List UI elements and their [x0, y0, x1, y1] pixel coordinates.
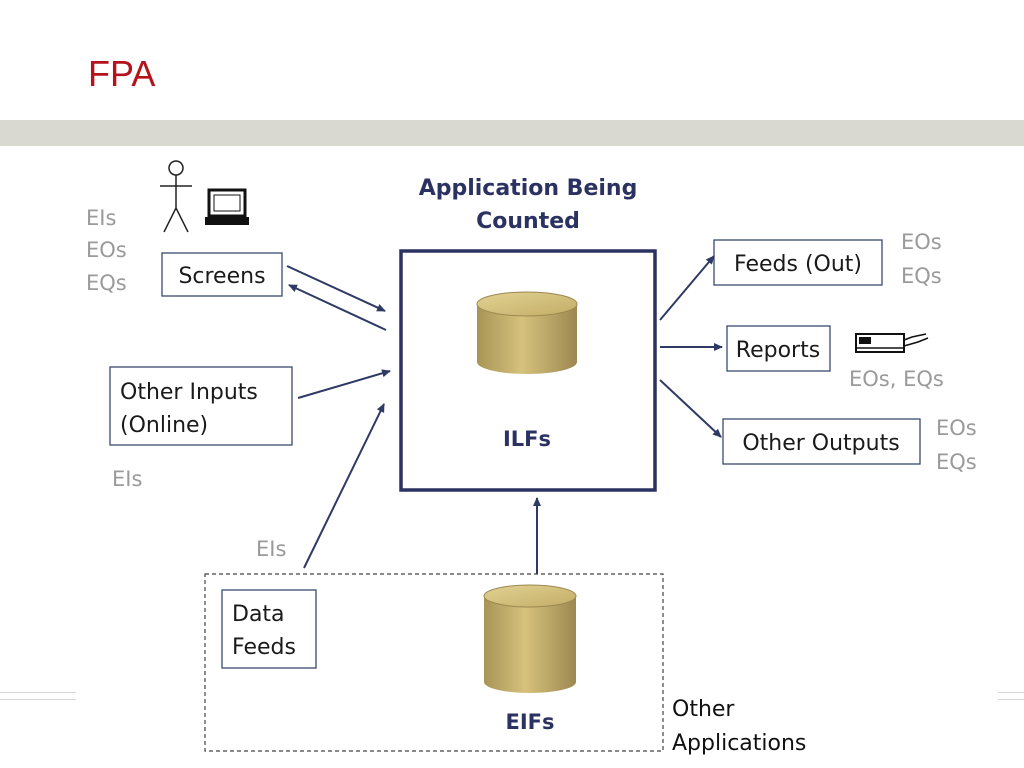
feeds-out-box — [713, 239, 883, 286]
data-feeds-line-1: Data — [232, 602, 285, 627]
slide-title: FPA — [88, 53, 156, 94]
heading-line-1: Application Being — [419, 176, 638, 201]
feeds-out-type-eo: EOs — [901, 230, 942, 254]
footer-rule-right — [998, 692, 1024, 700]
other-inputs-line-1: Other Inputs — [120, 380, 258, 405]
reports-types: EOs, EQs — [849, 367, 944, 391]
reports-box — [726, 325, 831, 372]
eifs-label: EIFs — [505, 710, 554, 734]
screens-type-eq: EQs — [86, 271, 127, 295]
ilfs-database-icon — [476, 291, 578, 374]
data-feeds-type: EIs — [256, 537, 286, 561]
feeds-out-type-eq: EQs — [901, 264, 942, 288]
reports-label: Reports — [736, 338, 820, 363]
printer-icon — [855, 333, 929, 353]
screens-box — [161, 252, 283, 297]
ilfs-label: ILFs — [503, 427, 551, 451]
eifs-database-icon — [483, 584, 577, 693]
screens-type-ei: EIs — [86, 206, 116, 230]
data-feeds-box — [221, 589, 317, 669]
other-inputs-type: EIs — [112, 467, 142, 491]
other-inputs-line-2: (Online) — [120, 413, 208, 438]
other-outputs-type-eq: EQs — [936, 450, 977, 474]
stick-figure-icon — [160, 160, 192, 233]
data-feeds-line-2: Feeds — [232, 635, 296, 660]
other-applications-boundary — [204, 573, 664, 752]
screens-type-eo: EOs — [86, 238, 127, 262]
feeds-out-label: Feeds (Out) — [734, 252, 862, 277]
other-inputs-box — [109, 366, 293, 446]
computer-icon — [205, 188, 249, 225]
other-applications-line-2: Applications — [672, 731, 806, 756]
other-outputs-label: Other Outputs — [742, 431, 899, 456]
other-outputs-box — [722, 418, 921, 465]
title-band — [0, 120, 1024, 146]
heading-line-2: Counted — [476, 209, 580, 234]
other-outputs-type-eo: EOs — [936, 416, 977, 440]
flow-arrows — [286, 255, 723, 574]
other-applications-line-1: Other — [672, 697, 735, 722]
screens-label: Screens — [178, 264, 265, 289]
footer-rule-left — [0, 692, 76, 700]
application-boundary — [399, 249, 657, 492]
